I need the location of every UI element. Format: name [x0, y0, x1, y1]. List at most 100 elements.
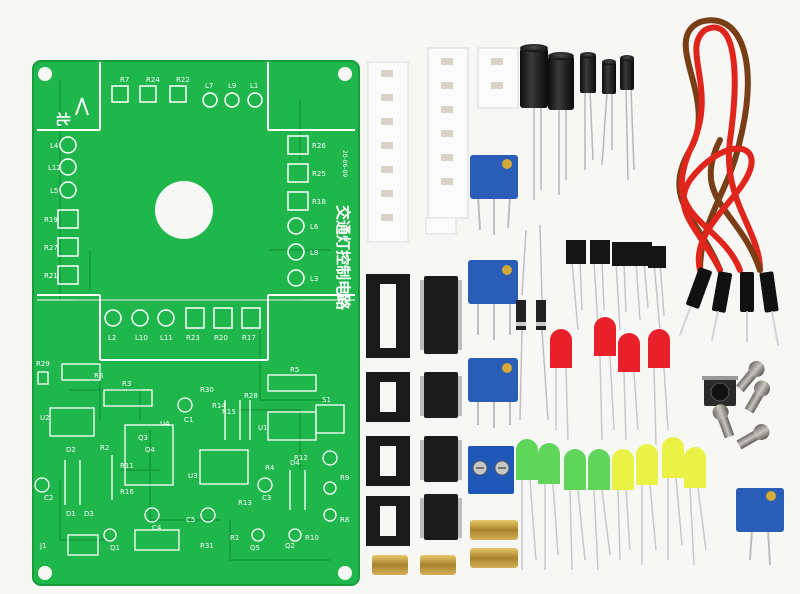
center-hole: [155, 181, 213, 239]
silk-label: Q1: [110, 544, 120, 552]
silk-label: D3: [84, 510, 94, 518]
silk-label: R25: [312, 170, 326, 178]
silk-label: Q2: [285, 542, 295, 550]
silk-label: C5: [186, 516, 195, 524]
silk-label: R20: [214, 334, 228, 342]
diodes: [516, 224, 549, 421]
screws: [712, 360, 770, 450]
silk-label: D4: [290, 459, 300, 467]
silk-label: R31: [200, 542, 214, 550]
silk-label: D2: [66, 446, 76, 454]
led-green: [516, 439, 538, 480]
silk-label: R1: [230, 534, 239, 542]
silk-label: D1: [66, 510, 76, 518]
pcb-title: 交通灯控制电路: [334, 205, 352, 311]
silk-label: J1: [39, 542, 47, 550]
mount-hole: [338, 67, 352, 81]
silk-label: C3: [262, 494, 271, 502]
silk-label: C4: [152, 524, 162, 532]
mount-hole: [38, 566, 52, 580]
silk-label: R21: [44, 272, 58, 280]
silk-label: L6: [310, 223, 319, 231]
silk-label: L4: [50, 142, 59, 150]
north-arrow-icon: [75, 97, 89, 116]
silk-label: R4: [265, 464, 275, 472]
silk-label: R26: [312, 142, 326, 150]
led-red: [594, 317, 616, 356]
silk-label: U1: [258, 424, 268, 432]
ics: [420, 276, 462, 540]
control-circuit: [34, 363, 345, 556]
mount-hole: [38, 67, 52, 81]
silk-label: L10: [135, 334, 148, 342]
transistors: [566, 240, 666, 331]
silk-label: R6: [94, 372, 104, 380]
silk-label: R28: [244, 392, 258, 400]
silk-label: R15: [222, 408, 236, 416]
silk-label: L3: [310, 275, 318, 283]
yellow-leds: [612, 437, 706, 490]
silk-label: R23: [186, 334, 200, 342]
silk-label: R30: [200, 386, 214, 394]
push-button: [702, 376, 738, 406]
mount-hole: [338, 566, 352, 580]
silk-label: C2: [44, 494, 53, 502]
silk-label: L8: [310, 249, 318, 257]
brass-standoffs: [372, 520, 518, 575]
silk-label: R17: [242, 334, 256, 342]
silk-label: L5: [50, 187, 58, 195]
silk-label: R9: [340, 474, 349, 482]
smd-resistor-strips: [367, 47, 519, 243]
silk-label: R27: [44, 244, 58, 252]
silk-label: R3: [122, 380, 131, 388]
silk-label: U3: [188, 472, 198, 480]
silk-label: R11: [120, 462, 134, 470]
led-green: [588, 449, 610, 490]
led-yellow: [684, 447, 706, 488]
silk-label: R5: [290, 366, 299, 374]
led-yellow: [636, 444, 658, 485]
silk-label: U4: [160, 420, 170, 428]
silk-label: L1: [250, 82, 258, 90]
silk-label: Q4: [145, 446, 156, 454]
silk-label: R10: [305, 534, 319, 542]
silk-label: L9: [228, 82, 236, 90]
ic-sockets: [366, 274, 410, 546]
led-leads: [521, 355, 707, 571]
pcb-board: 北 R7 R24 R22 L7 L9 L1 L4 L12 L5: [32, 60, 360, 586]
silk-label: L11: [160, 334, 173, 342]
led-red: [618, 333, 640, 372]
red-leds: [550, 317, 670, 372]
silk-label: R12: [294, 454, 308, 462]
silk-label: R7: [120, 76, 129, 84]
led-red: [550, 329, 572, 368]
silk-label: R2: [100, 444, 109, 452]
right-led-group: R26 R25 R18 L6 L8 L3 20-06-09 交通灯控制电路: [287, 135, 352, 311]
date-code: 20-06-09: [341, 150, 348, 177]
silk-label: L7: [205, 82, 213, 90]
led-yellow: [662, 437, 684, 478]
potentiometers: [468, 155, 784, 566]
silk-label: R13: [238, 499, 252, 507]
led-yellow: [612, 449, 634, 490]
led-green: [564, 449, 586, 490]
north-label: 北: [54, 112, 70, 126]
silk-label: L2: [108, 334, 116, 342]
silk-label: L12: [48, 164, 61, 172]
silk-label: R8: [340, 516, 349, 524]
silk-label: R18: [312, 198, 326, 206]
silk-label: C1: [184, 416, 193, 424]
silk-label: R22: [176, 76, 190, 84]
top-led-group: R7 R24 R22 L7 L9 L1: [111, 76, 263, 108]
led-red: [648, 329, 670, 368]
jumper-wires: [676, 17, 779, 346]
left-led-group: L4 L12 L5 R19 R27 R21: [44, 136, 79, 285]
silk-label: R29: [36, 360, 50, 368]
silk-label: R14: [212, 402, 226, 410]
silk-label: R24: [146, 76, 160, 84]
bottom-led-group: L2 L10 L11 R23 R20 R17: [104, 307, 261, 342]
silk-label: Q3: [138, 434, 148, 442]
control-circuit-labels: R29 R6 R5 R3 R30 R15 R28 S1 U2 U1 U3 U4 …: [36, 360, 349, 552]
silk-label: R16: [120, 488, 134, 496]
